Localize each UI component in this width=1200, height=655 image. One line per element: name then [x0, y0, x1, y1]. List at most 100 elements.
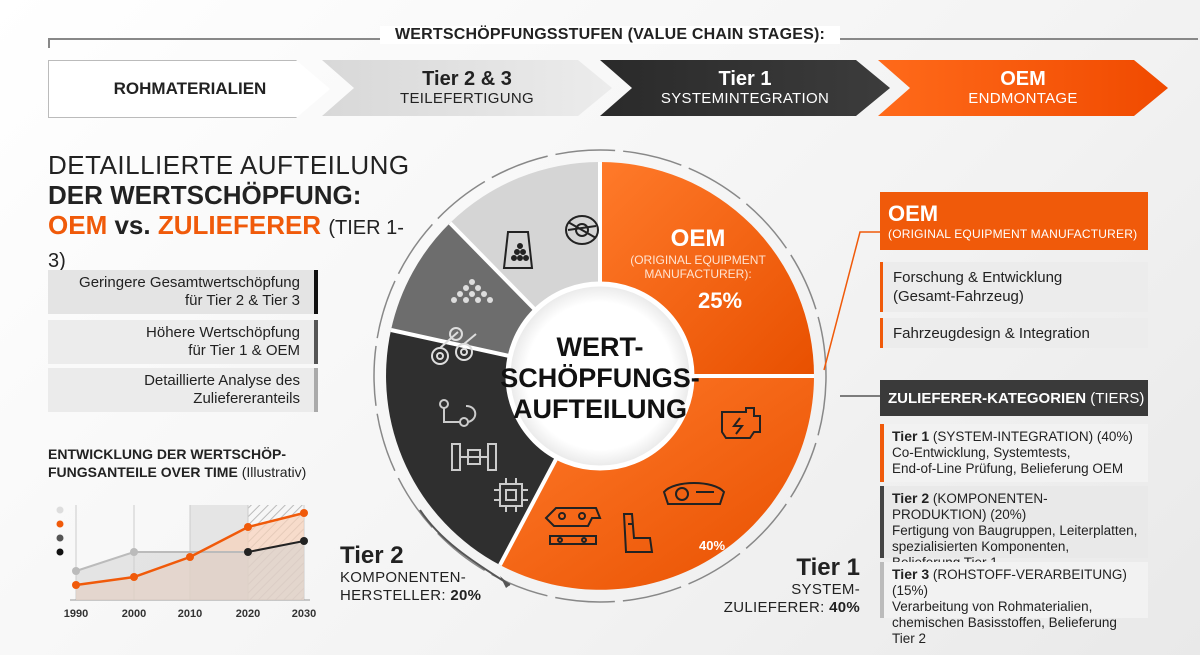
wheel-oem-title: OEM — [671, 225, 726, 252]
headline-zulieferer: ZULIEFERER — [157, 210, 322, 240]
tier-desc: Verarbeitung von Rohmaterialien, — [892, 599, 1093, 614]
stage-sub: ENDMONTAGE — [968, 90, 1078, 107]
headline-line1: DETAILLIERTE AUFTEILUNG — [48, 150, 410, 180]
connector-lines — [823, 231, 882, 397]
wheel-center-line2: SCHÖPFUNGS- — [500, 363, 700, 393]
oem-panel-sub: (ORIGINAL EQUIPMENT MANUFACTURER) — [888, 227, 1138, 241]
info-box-analysis: Detaillierte Analyse des Zuliefererantei… — [48, 368, 318, 412]
process-flow-icon — [439, 399, 477, 427]
stage-tier2-3: Tier 2 & 3 TEILEFERTIGUNG — [322, 60, 612, 116]
supplier-tier3: Tier 3 (ROHSTOFF-VERARBEITUNG) (15%) Ver… — [880, 562, 1148, 646]
tier-tag: (SYSTEM-INTEGRATION) (40%) — [932, 429, 1133, 444]
mini-chart-line-dark — [247, 540, 305, 553]
info-box-lower-value: Geringere Gesamtwertschöpfung für Tier 2… — [48, 270, 318, 314]
tier2-label-value: 20% — [450, 587, 482, 604]
stage-tier1: Tier 1 SYSTEMINTEGRATION — [600, 60, 890, 116]
supplier-tier2: Tier 2 (KOMPONENTEN-PRODUKTION) (20%) Fe… — [880, 486, 1148, 570]
ring-arrow — [419, 509, 511, 586]
wheel-oem-value: 25% — [698, 288, 742, 313]
spool-icon — [565, 215, 599, 245]
mini-chart-line-gray — [75, 551, 248, 572]
info-box-line: Höhere Wertschöpfung — [146, 324, 300, 341]
info-box-line: für Tier 1 & OEM — [188, 342, 300, 359]
mini-chart-title-line1: ENTWICKLUNG DER WERTSCHÖP- — [48, 446, 286, 462]
tier-tag: (ROHSTOFF-VERARBEITUNG) (15%) — [892, 567, 1127, 598]
oem-item-rnd: Forschung & Entwicklung (Gesamt-Fahrzeug… — [880, 262, 1148, 312]
supplier-panel-header: ZULIEFERER-KATEGORIEN (TIERS) — [880, 380, 1148, 416]
tier-name: Tier 2 — [892, 490, 930, 506]
header-title: WERTSCHÖPFUNGSSTUFEN (VALUE CHAIN STAGES… — [380, 26, 840, 44]
wheel-tier1-value: 40% — [699, 538, 725, 553]
mini-chart-points — [72, 509, 308, 589]
oem-panel-header: OEM (ORIGINAL EQUIPMENT MANUFACTURER) — [880, 192, 1148, 250]
tier-name: Tier 1 — [892, 428, 930, 444]
headline-line3: OEM vs. ZULIEFERER (TIER 1-3) — [48, 210, 418, 276]
value-wheel: WERT- SCHÖPFUNGS- AUFTEILUNG OEM (ORIGIN… — [373, 149, 827, 603]
tier-desc: Fertigung von Baugruppen, Leiterplatten, — [892, 523, 1138, 538]
wheel-center — [505, 281, 695, 471]
stage-title: Tier 1 — [718, 68, 772, 90]
axle-component-icon — [451, 443, 497, 471]
tier-desc: spezialisierten Komponenten, — [892, 539, 1070, 554]
header-title-text: WERTSCHÖPFUNGSSTUFEN (VALUE CHAIN STAGES… — [394, 26, 826, 43]
mini-chart-x-label: 2010 — [178, 608, 202, 620]
wheel-oem-sub1: (ORIGINAL EQUIPMENT — [630, 253, 766, 267]
info-box-line: Detaillierte Analyse des — [144, 372, 300, 389]
dashboard-icon — [662, 482, 726, 505]
mini-chart-x-label: 1990 — [64, 608, 88, 620]
supplier-tier1: Tier 1 (SYSTEM-INTEGRATION) (40%) Co-Ent… — [880, 424, 1148, 482]
mini-chart: 1990 2000 2010 2020 2030 — [56, 505, 316, 620]
mini-chart-legend — [56, 506, 64, 556]
info-box-line: Zuliefereranteils — [193, 390, 300, 407]
mini-chart-title-note: (Illustrativ) — [241, 464, 307, 480]
info-box-line: für Tier 2 & Tier 3 — [184, 292, 300, 309]
tier1-label-value: 40% — [829, 599, 860, 616]
tier-desc: chemischen Basisstoffen, Belieferung Tie… — [892, 615, 1117, 646]
info-box-line: Geringere Gesamtwertschöpfung — [79, 274, 300, 291]
tier-desc: Co-Entwicklung, Systemtests, — [892, 445, 1071, 460]
tier1-label-sub: ZULIEFERER: — [723, 599, 825, 616]
headline-vs: vs. — [114, 210, 151, 240]
info-box-higher-value: Höhere Wertschöpfung für Tier 1 & OEM — [48, 320, 318, 364]
mini-chart-x-label: 2030 — [292, 608, 316, 620]
stage-title: OEM — [1000, 68, 1046, 90]
wheel-center-line3: AUFTEILUNG — [513, 394, 687, 424]
mini-chart-x-label: 2000 — [122, 608, 146, 620]
logs-icon — [431, 327, 477, 365]
raw-material-sack-icon — [502, 231, 534, 269]
oem-panel-title: OEM — [888, 201, 939, 226]
engine-icon — [721, 407, 761, 439]
tier-desc: End-of-Line Prüfung, Belieferung OEM — [892, 461, 1124, 476]
supplier-panel-title: ZULIEFERER-KATEGORIEN — [888, 389, 1087, 407]
car-seat-icon — [622, 513, 654, 553]
pellets-icon — [451, 279, 493, 303]
headline-line2: DER WERTSCHÖPFUNG: — [48, 180, 362, 210]
wheel-oem-sub2: MANUFACTURER): — [644, 267, 751, 281]
tier-tag: (KOMPONENTEN-PRODUKTION) (20%) — [892, 491, 1048, 522]
tier1-label-sub: SYSTEM- — [791, 581, 860, 598]
supplier-panel-title-note: (TIERS) — [1090, 389, 1145, 407]
headline: DETAILLIERTE AUFTEILUNG DER WERTSCHÖPFUN… — [48, 150, 418, 306]
stage-oem: OEM ENDMONTAGE — [878, 60, 1168, 116]
tier2-label-title: Tier 2 — [340, 542, 404, 569]
oem-item-line: (Gesamt-Fahrzeug) — [893, 288, 1024, 305]
tier1-wheel-label: Tier 1 SYSTEM- ZULIEFERER: 40% — [700, 555, 860, 617]
wheel-center-line1: WERT- — [557, 332, 644, 362]
stage-title: Tier 2 & 3 — [422, 68, 512, 90]
oem-item-line: Fahrzeugdesign & Integration — [893, 325, 1090, 342]
outer-ring — [373, 149, 827, 603]
stage-sub: SYSTEMINTEGRATION — [660, 90, 830, 107]
stage-rohmaterialien: ROHMATERIALIEN — [48, 60, 330, 118]
stage-sub: TEILEFERTIGUNG — [400, 90, 534, 107]
oem-item-design: Fahrzeugdesign & Integration — [880, 318, 1148, 348]
headline-oem: OEM — [48, 210, 108, 240]
stage-title: ROHMATERIALIEN — [113, 79, 267, 98]
mini-chart-x-label: 2020 — [236, 608, 260, 620]
tier-name: Tier 3 — [892, 566, 930, 582]
mini-chart-title: ENTWICKLUNG DER WERTSCHÖP- FUNGSANTEILE … — [48, 445, 348, 481]
ring-arrow-head — [500, 576, 510, 588]
oem-item-line: Forschung & Entwicklung — [893, 269, 1063, 286]
tier2-label-sub: KOMPONENTEN- — [340, 569, 467, 586]
headline-paren: (TIER 1-3) — [48, 217, 404, 272]
tier1-label-title: Tier 1 — [796, 554, 860, 581]
